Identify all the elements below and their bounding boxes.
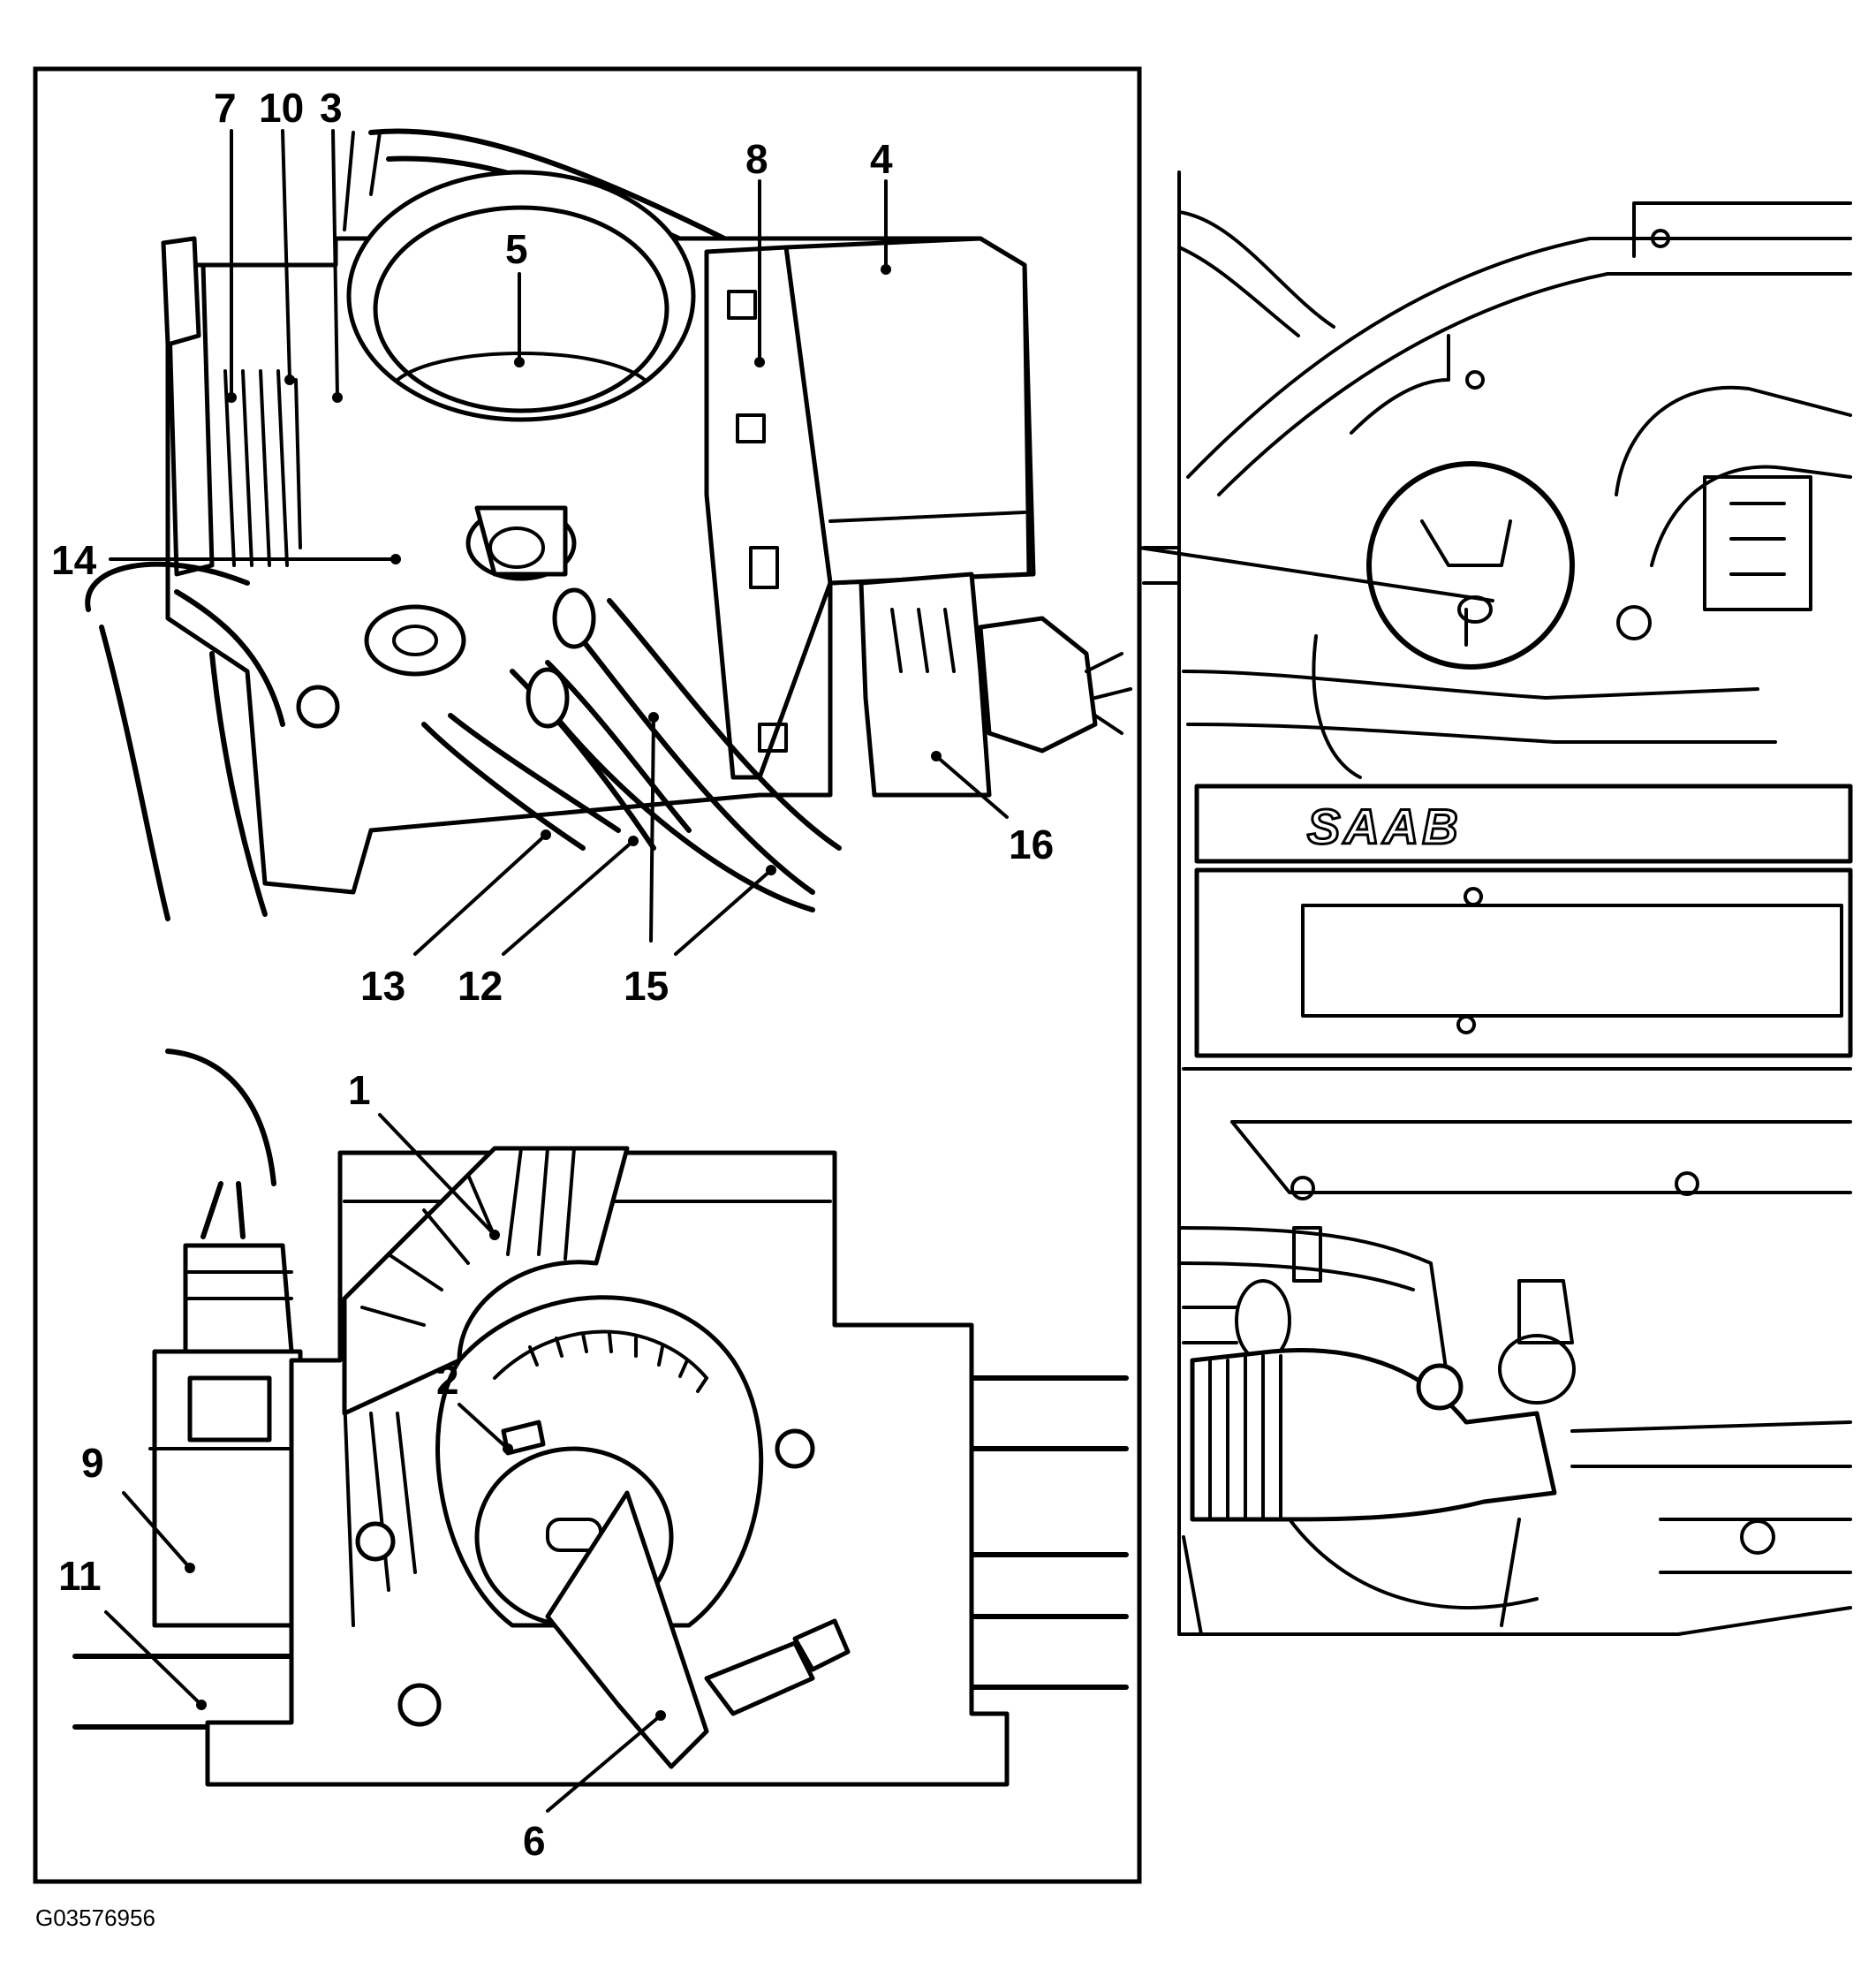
throttle-lever-6 (545, 1490, 709, 1769)
callout-labels: 7 10 3 8 4 5 14 16 13 12 15 1 2 9 11 6 (51, 85, 1054, 1864)
adjuster-screw (704, 1640, 815, 1716)
callout-2: 2 (436, 1357, 459, 1403)
left-hose (85, 561, 250, 612)
callout-11: 11 (58, 1553, 102, 1599)
callout-5-dot (514, 357, 525, 367)
hose-15 (563, 616, 815, 895)
callout-14: 14 (51, 537, 97, 583)
bolt-head (296, 685, 340, 729)
callout-11-dot (196, 1700, 207, 1710)
callout-2-dot (503, 1443, 513, 1454)
callout-10-dot (284, 375, 295, 385)
top-hose (368, 128, 736, 246)
callout-13-dot (541, 829, 551, 840)
callout-6-dot (655, 1710, 666, 1721)
intake-hose (1190, 1348, 1557, 1522)
callout-15a-dot (648, 712, 659, 723)
callout-4: 4 (870, 136, 893, 182)
callout-15b-dot (766, 865, 776, 875)
callout-16-dot (931, 751, 942, 761)
rocker-cover (1194, 867, 1853, 1058)
callout-13: 13 (360, 963, 405, 1009)
callout-1-dot (489, 1230, 500, 1240)
hose-13 (421, 722, 586, 851)
callout-15: 15 (624, 963, 669, 1009)
callout-leaders (104, 129, 1009, 1813)
callout-3-dot (332, 392, 343, 403)
engine-bay-locator-view: SAAB (1138, 170, 1853, 1636)
callout-10: 10 (259, 85, 304, 131)
locator-leader-line (1138, 546, 1494, 602)
callout-8: 8 (745, 136, 768, 182)
callout-1: 1 (348, 1067, 371, 1113)
figure-code: G03576956 (35, 1904, 155, 1931)
callout-8-dot (754, 357, 765, 367)
throttle-body-side-view (72, 1049, 1129, 1787)
callout-3: 3 (320, 85, 343, 131)
callout-4-dot (881, 264, 891, 275)
callout-6: 6 (523, 1818, 546, 1864)
callout-14-dot (390, 554, 401, 564)
callout-12: 12 (458, 963, 503, 1009)
callout-7-dot (226, 392, 237, 403)
callout-5: 5 (505, 226, 528, 272)
locator-highlight-circle (1366, 461, 1575, 670)
detail-panel-frame (33, 66, 1142, 1884)
connector-16 (859, 572, 992, 798)
brand-logo: SAAB (1307, 799, 1462, 854)
callout-9-dot (185, 1563, 195, 1573)
pipe-11 (72, 1654, 294, 1730)
throttle-body-top-view (85, 128, 1132, 921)
callout-9: 9 (81, 1440, 104, 1486)
callout-7: 7 (214, 85, 237, 131)
callout-12-dot (628, 836, 639, 846)
callout-16: 16 (1009, 822, 1054, 867)
rocker-cover-top (1194, 784, 1853, 864)
sensor-cable (165, 1049, 276, 1186)
